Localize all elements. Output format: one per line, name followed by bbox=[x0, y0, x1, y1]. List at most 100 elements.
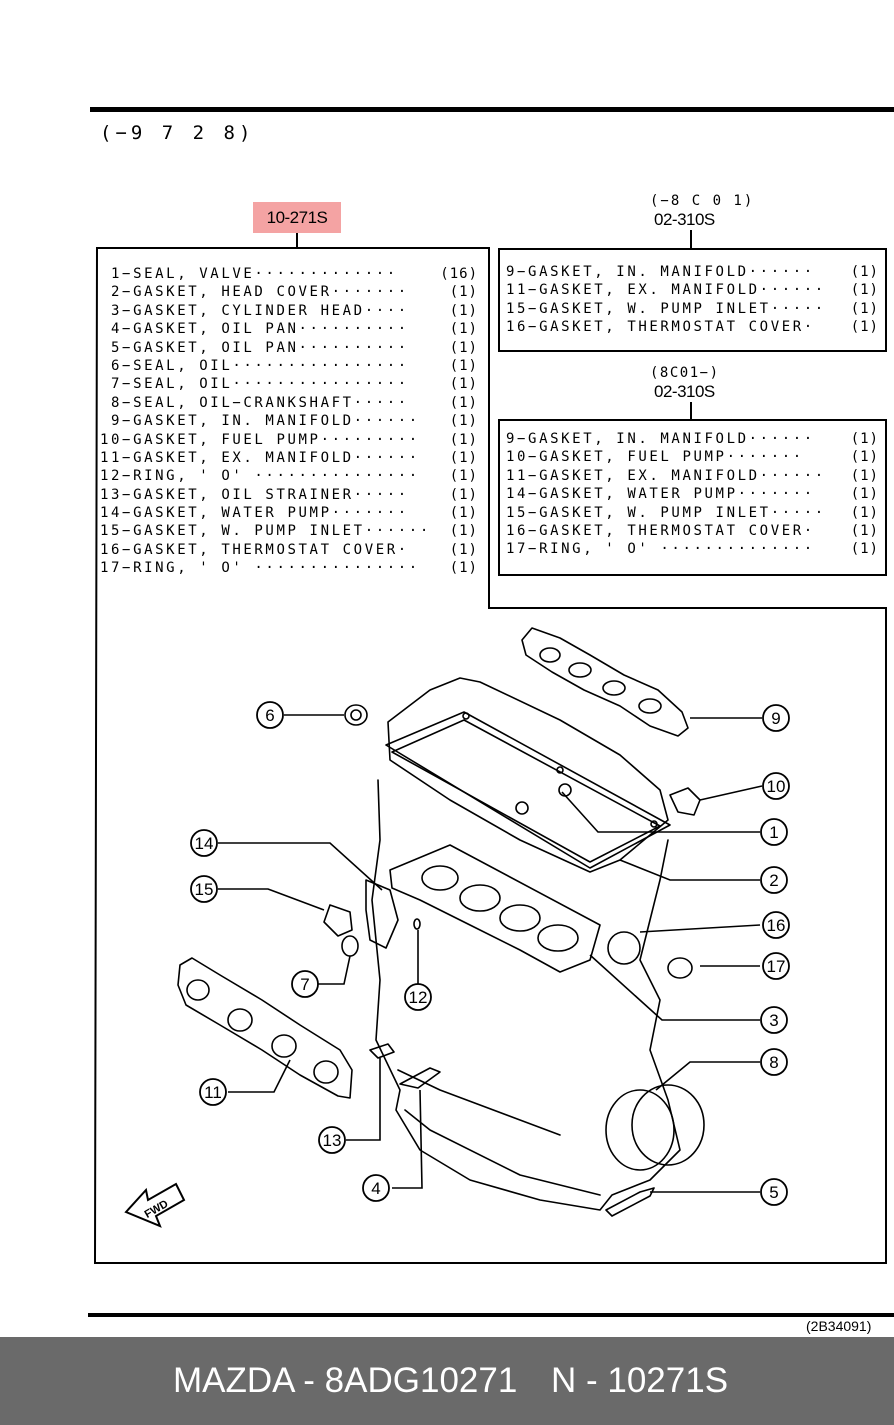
main-list-row: 11−GASKET, EX. MANIFOLD······(1) bbox=[100, 449, 478, 467]
main-list-row: 4−GASKET, OIL PAN··········(1) bbox=[100, 320, 478, 338]
callout-label-13: 13 bbox=[323, 1131, 342, 1150]
box2-list-row: 10−GASKET, FUEL PUMP·······(1) bbox=[506, 448, 879, 466]
main-list-part-qty: (1) bbox=[449, 505, 478, 522]
intake-manifold-gasket bbox=[521, 627, 689, 737]
oil-seal-7 bbox=[341, 935, 359, 957]
header-rule bbox=[90, 107, 894, 112]
callout-5 bbox=[760, 1178, 788, 1206]
main-parts-list-area: 1−SEAL, VALVE·············(16) 2−GASKET,… bbox=[100, 265, 478, 578]
main-list-part-qty: (1) bbox=[449, 560, 478, 577]
box2-list-row: 17−RING, ' O' ·············· (1) bbox=[506, 540, 879, 558]
callout-label-8: 8 bbox=[769, 1053, 778, 1072]
callout-label-3: 3 bbox=[769, 1011, 778, 1030]
bottom-rule bbox=[88, 1313, 894, 1317]
box1-list-part-name: 9−GASKET, IN. MANIFOLD······ bbox=[506, 264, 815, 280]
box2-list-part-name: 16−GASKET, THERMOSTAT COVER· bbox=[506, 522, 815, 539]
main-list-part-qty: (1) bbox=[449, 394, 478, 411]
box2-code: 02-310S bbox=[654, 382, 715, 401]
callout-6 bbox=[256, 701, 284, 729]
box1-list-row: 16−GASKET, THERMOSTAT COVER·(1) bbox=[506, 318, 879, 336]
callout-16 bbox=[762, 911, 790, 939]
box2-list-part-name: 17−RING, ' O' ·············· bbox=[506, 541, 815, 558]
gasket-kit-diagram: 6 9 10 1 14 2 15 16 17 7 12 3 8 11 13 4 … bbox=[93, 247, 887, 1264]
main-list-part-qty: (1) bbox=[449, 431, 478, 448]
main-list-row: 1−SEAL, VALVE·············(16) bbox=[100, 265, 478, 283]
callout-15 bbox=[190, 875, 218, 903]
kit-list-box2: 9−GASKET, IN. MANIFOLD······(1)10−GASKET… bbox=[506, 430, 879, 559]
oil-pan-gasket-5 bbox=[605, 1187, 655, 1217]
callout-label-14: 14 bbox=[195, 834, 214, 853]
box2-list-part-qty: (1) bbox=[850, 486, 879, 503]
main-list-part-name: 10−GASKET, FUEL PUMP········· bbox=[100, 431, 420, 448]
main-list-row: 3−GASKET, CYLINDER HEAD····(1) bbox=[100, 302, 478, 320]
callout-17 bbox=[762, 952, 790, 980]
main-list-part-name: 1−SEAL, VALVE············· bbox=[100, 266, 398, 282]
box1-range: (−8 C 0 1) bbox=[650, 193, 755, 209]
callout-label-5: 5 bbox=[769, 1183, 778, 1202]
main-list-part-qty: (1) bbox=[449, 486, 478, 503]
figure-code: (2B34091) bbox=[806, 1318, 872, 1334]
box1-list-row: 11−GASKET, EX. MANIFOLD······ (1) bbox=[506, 281, 879, 299]
callout-label-12: 12 bbox=[409, 988, 428, 1007]
oil-pan-gasket-4 bbox=[399, 1067, 441, 1089]
main-list-part-qty: (1) bbox=[449, 339, 478, 356]
kit-list-box1: 9−GASKET, IN. MANIFOLD······(1)11−GASKET… bbox=[506, 263, 879, 337]
box2-list-row: 16−GASKET, THERMOSTAT COVER· (1) bbox=[506, 522, 879, 540]
callout-label-7: 7 bbox=[300, 975, 309, 994]
range-label: (−9 7 2 8) bbox=[100, 122, 255, 144]
main-list-row: 5−GASKET, OIL PAN··········(1) bbox=[100, 339, 478, 357]
exhaust-manifold-gasket bbox=[177, 957, 353, 1099]
water-pump-gasket bbox=[323, 904, 353, 937]
callout-label-2: 2 bbox=[769, 871, 778, 890]
main-list-row: 17−RING, ' O' ··············· (1) bbox=[100, 559, 478, 577]
footer-kit-ref: N - 10271S bbox=[551, 1361, 729, 1400]
o-ring-17 bbox=[667, 957, 693, 979]
box1-list-part-name: 11−GASKET, EX. MANIFOLD······ bbox=[506, 282, 826, 299]
box2-list-row: 9−GASKET, IN. MANIFOLD······(1) bbox=[506, 430, 879, 448]
callout-label-1: 1 bbox=[769, 823, 778, 842]
fwd-arrow-icon: FWD bbox=[124, 1182, 186, 1228]
box2-list-part-qty: (1) bbox=[850, 504, 879, 521]
main-list-part-name: 9−GASKET, IN. MANIFOLD······ bbox=[100, 413, 420, 430]
box2-list-part-qty: (1) bbox=[850, 541, 879, 558]
footer-bar: MAZDA - 8ADG10271 N - 10271S bbox=[0, 1337, 894, 1425]
callout-2 bbox=[760, 866, 788, 894]
callout-label-17: 17 bbox=[767, 957, 786, 976]
main-kit-code-badge[interactable]: 10-271S bbox=[253, 202, 341, 233]
box2-list-part-name: 11−GASKET, EX. MANIFOLD······ bbox=[506, 467, 826, 484]
engine-block bbox=[371, 779, 681, 1211]
main-list-part-qty: (1) bbox=[449, 413, 478, 430]
callout-13 bbox=[318, 1126, 346, 1154]
main-list-part-qty: (1) bbox=[449, 376, 478, 393]
main-list-part-qty: (1) bbox=[449, 523, 478, 540]
kit-box-8c01-minus: 9−GASKET, IN. MANIFOLD······(1)11−GASKET… bbox=[498, 248, 887, 352]
main-list-part-name: 4−GASKET, OIL PAN·········· bbox=[100, 321, 409, 338]
main-list-part-name: 11−GASKET, EX. MANIFOLD······ bbox=[100, 449, 420, 466]
thermostat-cover-gasket bbox=[607, 931, 641, 965]
box1-code: 02-310S bbox=[654, 210, 715, 229]
main-list-part-qty: (1) bbox=[449, 302, 478, 319]
box1-list-part-qty: (1) bbox=[850, 264, 879, 280]
callout-4 bbox=[362, 1174, 390, 1202]
o-ring-12 bbox=[413, 918, 421, 930]
callout-label-15: 15 bbox=[195, 880, 214, 899]
callout-10 bbox=[762, 772, 790, 800]
callout-label-11: 11 bbox=[204, 1083, 222, 1102]
main-list-row: 6−SEAL, OIL················(1) bbox=[100, 357, 478, 375]
box2-list-part-name: 14−GASKET, WATER PUMP······· bbox=[506, 486, 815, 503]
box2-list-row: 15−GASKET, W. PUMP INLET·····(1) bbox=[506, 504, 879, 522]
main-list-part-name: 13−GASKET, OIL STRAINER····· bbox=[100, 486, 409, 503]
main-list-part-name: 17−RING, ' O' ··············· bbox=[100, 560, 420, 577]
callout-7 bbox=[291, 970, 319, 998]
box1-list-row: 15−GASKET, W. PUMP INLET·····(1) bbox=[506, 300, 879, 318]
box2-list-part-name: 10−GASKET, FUEL PUMP······· bbox=[506, 449, 804, 466]
cylinder-head-gasket bbox=[389, 844, 601, 973]
box1-list-part-qty: (1) bbox=[850, 282, 879, 299]
box2-list-part-qty: (1) bbox=[850, 467, 879, 484]
main-list-part-name: 8−SEAL, OIL−CRANKSHAFT····· bbox=[100, 394, 409, 411]
callout-1 bbox=[760, 818, 788, 846]
main-list-row: 12−RING, ' O' ···············(1) bbox=[100, 467, 478, 485]
head-cover bbox=[385, 677, 671, 873]
box1-list-part-name: 16−GASKET, THERMOSTAT COVER· bbox=[506, 319, 815, 336]
box2-list-part-qty: (1) bbox=[850, 522, 879, 539]
